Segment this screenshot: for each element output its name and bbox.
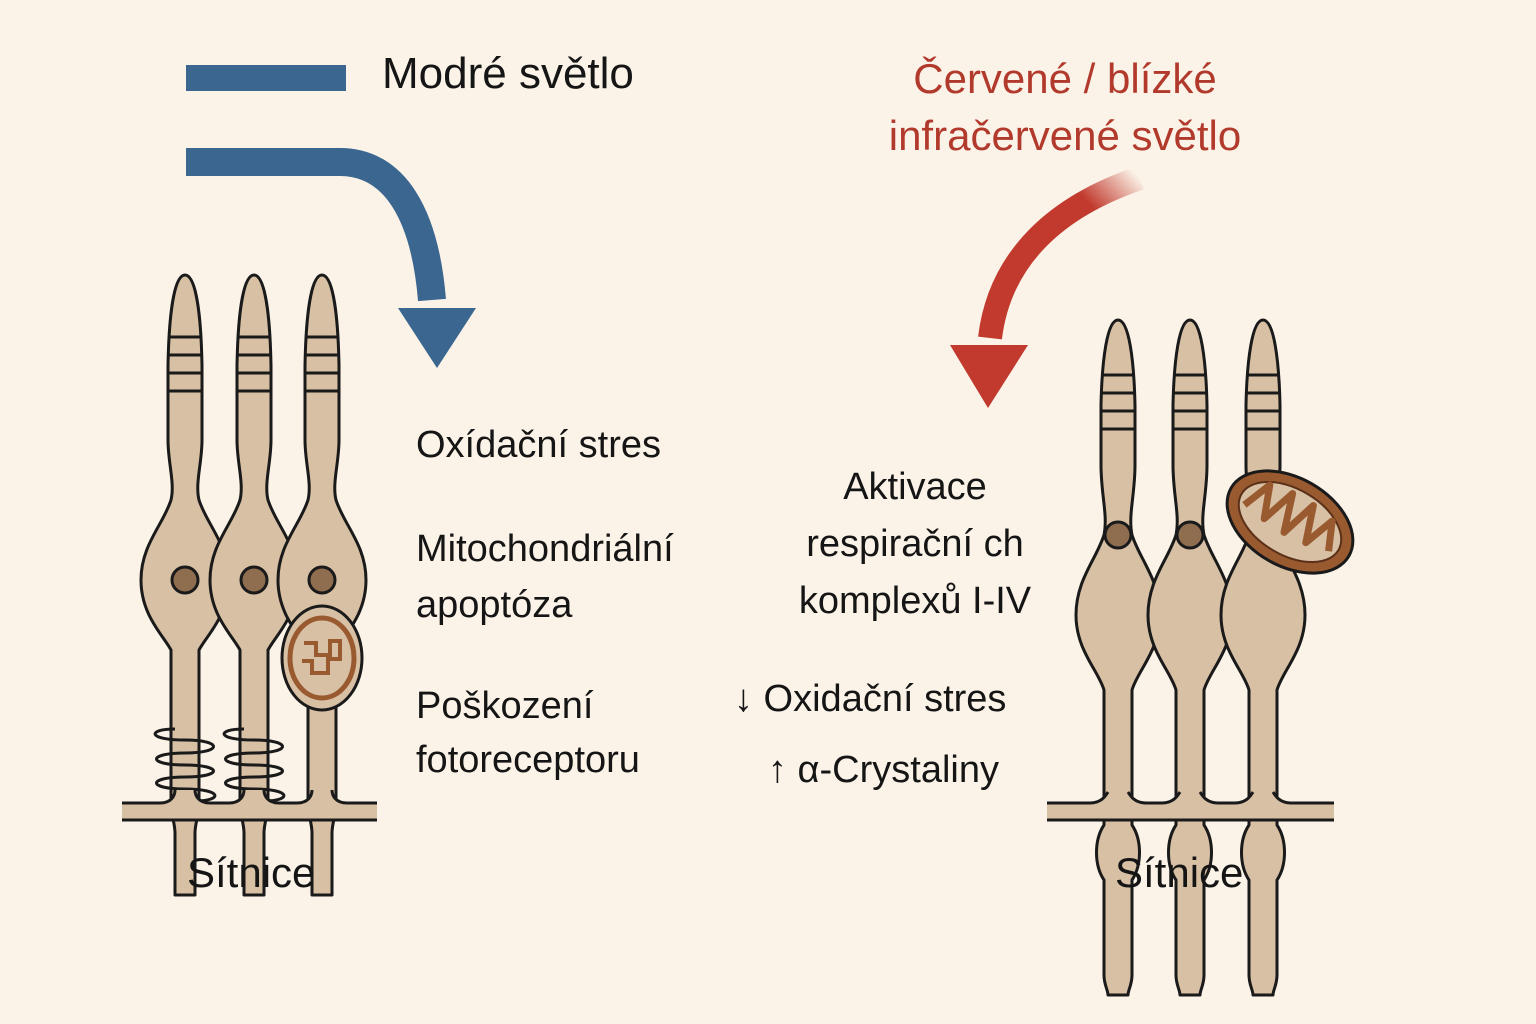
right-mitochondrion-icon <box>1225 469 1355 575</box>
red-light-title-line1: Červené / blízké <box>913 55 1217 102</box>
mitochondrion-icon <box>287 615 357 701</box>
effect-photoreceptor: fotoreceptoru <box>416 739 640 781</box>
effect-mitochondrial: Mitochondriální <box>416 528 674 570</box>
effect-reduced-oxidative-stress: ↓ Oxidační stres <box>734 678 1007 720</box>
effect-oxidative-stress: Oxídační stres <box>416 424 661 466</box>
right-retina <box>1047 318 1355 997</box>
left-photoreceptor-2 <box>208 273 300 897</box>
blue-light-arrow <box>186 148 476 368</box>
right-retina-label: Sítnice <box>1115 849 1244 896</box>
blue-light-label: Modré světlo <box>382 49 634 98</box>
effect-damage: Poškození <box>416 685 594 727</box>
left-photoreceptor-3 <box>276 273 368 897</box>
left-retina <box>122 273 377 897</box>
red-light-arrow <box>950 166 1144 408</box>
left-retina-label: Sítnice <box>187 849 316 896</box>
blue-light-legend-bar <box>186 65 346 91</box>
effect-complexes: komplexů I-IV <box>798 580 1032 622</box>
effect-respiratory: respirační ch <box>806 523 1024 565</box>
effect-activation: Aktivace <box>843 466 987 508</box>
effect-increased-crystallins: ↑ α-Crystaliny <box>768 749 999 791</box>
right-photoreceptor-1 <box>1074 318 1162 997</box>
red-light-title-line2: infračervené světlo <box>888 112 1242 159</box>
effect-apoptosis: apoptóza <box>416 584 573 626</box>
right-photoreceptor-2 <box>1146 318 1234 997</box>
left-photoreceptor-1 <box>139 273 231 897</box>
